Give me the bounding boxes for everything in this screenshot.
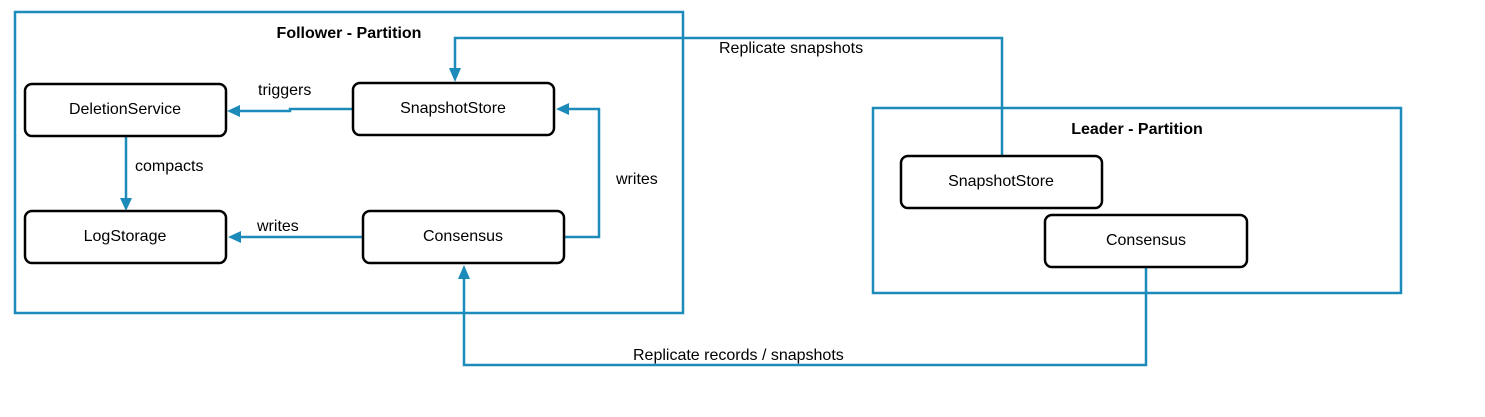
edge-replicate-records-arrowhead	[458, 265, 470, 279]
node-follower-snapshot-store-label: SnapshotStore	[400, 100, 506, 117]
edge-label-replicate-snapshots: Replicate snapshots	[719, 40, 863, 57]
node-leader-snapshot-store-label: SnapshotStore	[948, 173, 1054, 190]
edge-replicate-records-line	[462, 268, 1148, 367]
follower-partition-title: Follower - Partition	[277, 25, 422, 42]
edge-compacts-arrowhead	[120, 198, 132, 211]
node-leader-consensus: Consensus	[1043, 213, 1249, 269]
leader-partition-title: Leader - Partition	[1071, 121, 1203, 138]
node-deletion-service: DeletionService	[23, 82, 228, 138]
node-follower-snapshot-store: SnapshotStore	[351, 81, 556, 137]
node-follower-consensus-box	[361, 209, 566, 265]
edge-writes-snapshot-arrowhead	[556, 103, 569, 115]
edge-label-writes-log: writes	[256, 218, 299, 235]
node-deletion-service-label: DeletionService	[69, 101, 181, 118]
edge-replicate-snapshots-arrowhead	[449, 68, 461, 82]
edge-labels: triggers compacts writes writes Replicat…	[135, 40, 863, 364]
edge-triggers-line	[238, 107, 353, 113]
node-leader-snapshot-store-box	[899, 154, 1104, 210]
node-follower-snapshot-store-box	[351, 81, 556, 137]
leader-partition: Leader - Partition	[871, 106, 1403, 295]
node-log-storage-box	[23, 209, 228, 265]
node-leader-consensus-label: Consensus	[1106, 232, 1186, 249]
edge-label-replicate-records: Replicate records / snapshots	[633, 347, 844, 364]
edge-writes-log-arrowhead	[228, 231, 241, 243]
edge-writes-snapshot-line	[565, 107, 601, 239]
node-leader-snapshot-store: SnapshotStore	[899, 154, 1104, 210]
leader-partition-border	[871, 106, 1403, 295]
node-log-storage: LogStorage	[23, 209, 228, 265]
edge-replicate-snapshots-line	[453, 36, 1004, 156]
node-follower-consensus: Consensus	[361, 209, 566, 265]
follower-partition-border	[13, 10, 685, 315]
edges	[120, 36, 1148, 367]
node-follower-consensus-label: Consensus	[423, 228, 503, 245]
node-leader-consensus-box	[1043, 213, 1249, 269]
edge-triggers-arrowhead	[227, 105, 240, 117]
node-log-storage-label: LogStorage	[84, 228, 167, 245]
edge-label-triggers: triggers	[258, 82, 311, 99]
node-deletion-service-box	[23, 82, 228, 138]
follower-partition: Follower - Partition	[13, 10, 685, 315]
edge-label-compacts: compacts	[135, 158, 203, 175]
edge-label-writes-snapshot: writes	[615, 171, 658, 188]
